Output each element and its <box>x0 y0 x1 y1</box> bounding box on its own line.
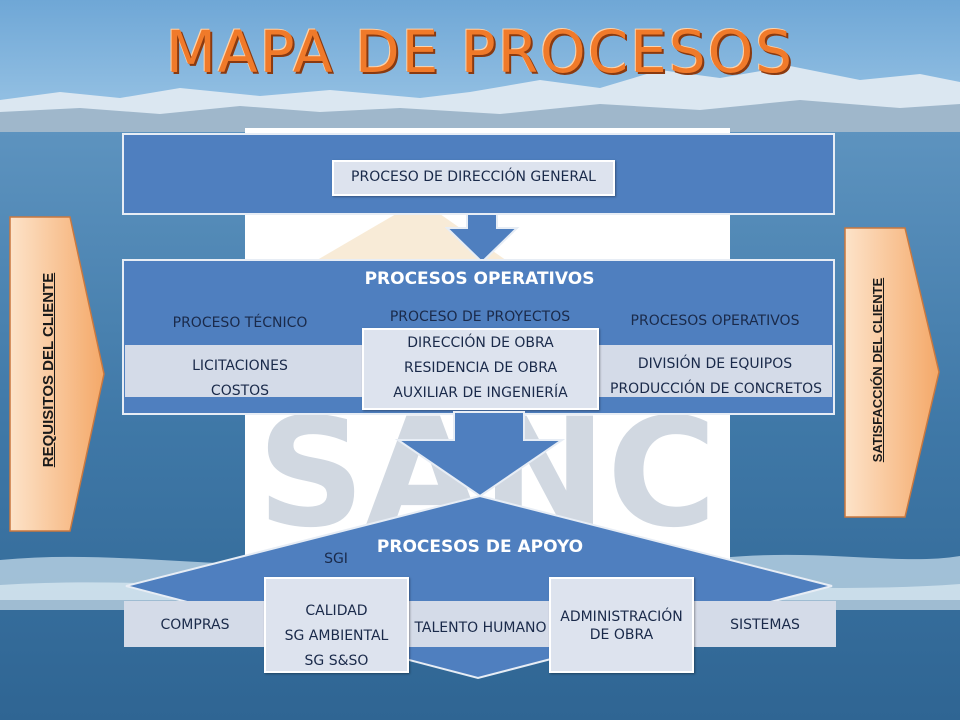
left-arrow-shape <box>9 216 105 532</box>
operativos-header: PROCESOS OPERATIVOS <box>364 269 595 289</box>
administracion-line-0: ADMINISTRACIÓN <box>560 609 683 625</box>
right-arrow-shape <box>844 227 940 518</box>
down-arrow-1 <box>445 214 520 264</box>
satisfaccion-label: SATISFACCIÓN DEL CLIENTE <box>870 277 885 463</box>
requisitos-label: REQUISITOS DEL CLIENTE <box>40 272 57 468</box>
proyectos-header: PROCESO DE PROYECTOS <box>389 309 571 325</box>
calidad-box <box>264 577 409 673</box>
tecnico-item-1: COSTOS <box>210 383 270 399</box>
direccion-label: PROCESO DE DIRECCIÓN GENERAL <box>351 169 596 185</box>
page-title: MAPA DE PROCESOS <box>165 18 795 86</box>
tecnico-item-0: LICITACIONES <box>192 358 288 374</box>
compras-label: COMPRAS <box>160 617 230 633</box>
calidad-item-0: CALIDAD <box>305 603 368 619</box>
proyectos-item-1: RESIDENCIA DE OBRA <box>403 360 558 376</box>
operativos-col-header: PROCESOS OPERATIVOS <box>630 313 800 329</box>
apoyo-shape <box>125 411 833 680</box>
proyectos-box <box>362 328 599 410</box>
apoyo-header: PROCESOS DE APOYO <box>376 537 584 557</box>
tecnico-header: PROCESO TÉCNICO <box>172 315 308 331</box>
apoyo-light-strip <box>124 601 836 647</box>
administracion-line-1: DE OBRA <box>589 627 654 643</box>
direccion-box <box>332 160 615 196</box>
calidad-item-2: SG S&SO <box>304 653 369 669</box>
administracion-box <box>549 577 694 673</box>
operativos-col-item-1: PRODUCCIÓN DE CONCRETOS <box>610 381 822 397</box>
proyectos-item-2: AUXILIAR DE INGENIERÍA <box>393 385 568 401</box>
talento-label: TALENTO HUMANO <box>414 620 547 636</box>
sgi-label: SGI <box>324 551 348 567</box>
calidad-item-1: SG AMBIENTAL <box>284 628 389 644</box>
sistemas-label: SISTEMAS <box>730 617 800 633</box>
operativos-col-item-0: DIVISIÓN DE EQUIPOS <box>637 356 793 372</box>
proyectos-item-0: DIRECCIÓN DE OBRA <box>407 335 554 351</box>
